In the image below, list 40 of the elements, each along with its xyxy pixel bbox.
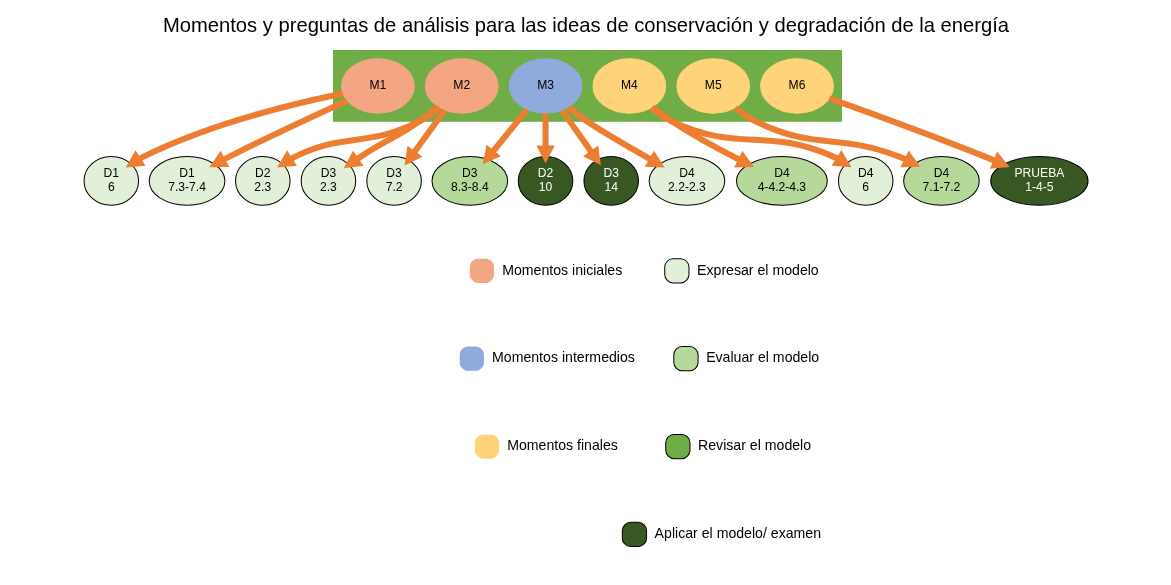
legend-label: Revisar el modelo — [697, 437, 811, 454]
node-ellipse: D4 4-4.2-4.3 — [735, 156, 828, 206]
arrow — [649, 105, 851, 168]
arrow — [125, 90, 343, 168]
arrow — [208, 97, 348, 168]
node-ellipse: M2 — [424, 58, 499, 114]
node-ellipse: D2 10 — [517, 156, 573, 206]
node-ellipse: M1 — [340, 58, 415, 114]
cluster — [332, 50, 842, 122]
node-ellipse: D4 2.2-2.3 — [648, 156, 725, 206]
diagram-title: Momentos y preguntas de análisis para las ideas de conservación y degradación de la energía — [162, 14, 1009, 37]
arrow — [482, 108, 529, 165]
arrow — [276, 105, 441, 168]
arrow — [343, 104, 440, 169]
legend-label: Momentos iniciales — [501, 261, 622, 278]
node-ellipse: D2 2.3 — [234, 156, 291, 206]
node-ellipse: M6 — [759, 58, 834, 114]
arrow — [559, 108, 601, 166]
node-ellipse: D1 6 — [83, 156, 139, 206]
node-ellipse: D3 7.2 — [365, 156, 422, 206]
legend-label: Evaluar el modelo — [705, 349, 819, 366]
legend-label: Expresar el modelo — [696, 261, 819, 278]
arrow — [827, 95, 1010, 169]
node-ellipse: M4 — [592, 58, 666, 114]
node-ellipse: D1 7.3-7.4 — [148, 156, 225, 206]
node-ellipse: D3 8.3-8.4 — [431, 156, 508, 206]
arrow — [566, 104, 665, 168]
arrow — [404, 108, 447, 166]
node-ellipse: D3 14 — [582, 156, 639, 206]
legend-label: Aplicar el modelo/ examen — [654, 525, 821, 542]
arrow — [732, 105, 920, 168]
node-ellipse: D3 2.3 — [300, 156, 356, 206]
node-ellipse: D4 6 — [837, 156, 893, 206]
legend-label: Momentos intermedios — [491, 349, 635, 366]
arrow — [535, 113, 555, 164]
node-ellipse: M5 — [675, 58, 750, 114]
node-ellipse: M3 — [508, 58, 582, 114]
legend-label: Momentos finales — [506, 437, 618, 454]
node-ellipse: D4 7.1-7.2 — [902, 156, 980, 206]
node-ellipse: PRUEBA 1-4-5 — [989, 156, 1089, 206]
